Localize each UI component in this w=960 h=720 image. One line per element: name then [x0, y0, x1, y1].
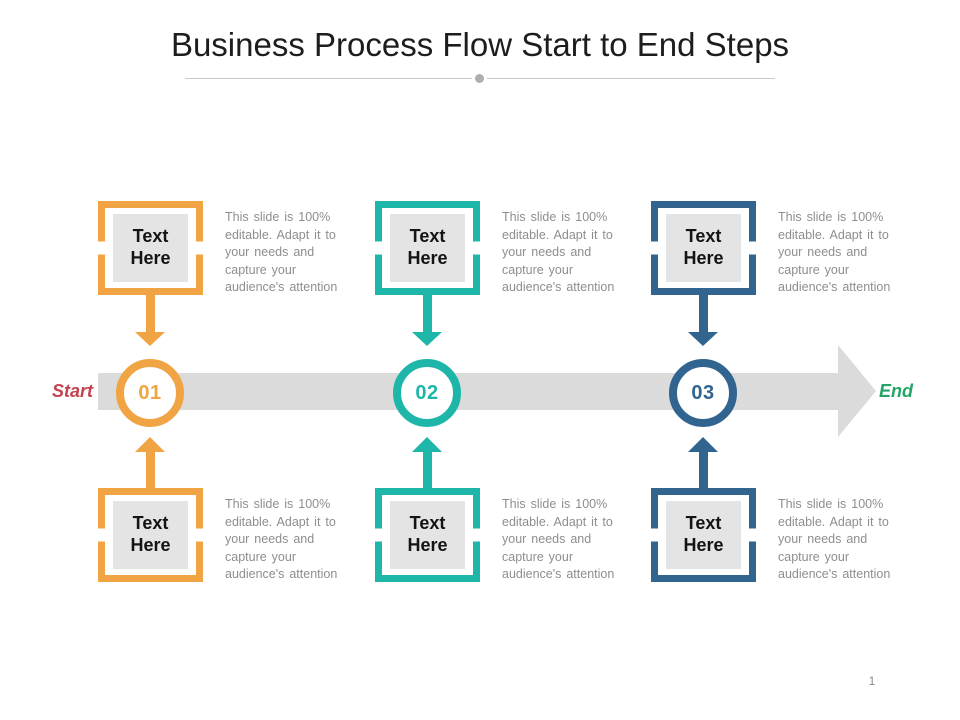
- card-notch: [471, 528, 480, 542]
- card-notch: [375, 241, 384, 255]
- card-notch: [98, 528, 107, 542]
- down-arrowhead-icon: [412, 332, 442, 346]
- start-label: Start: [51, 381, 93, 401]
- title-divider-dot: [475, 74, 484, 83]
- timeline-arrowhead-icon: [838, 345, 876, 437]
- card-notch: [375, 528, 384, 542]
- card-notch: [471, 241, 480, 255]
- step1-bottom-card-label: Text Here: [113, 501, 188, 569]
- card-notch: [98, 241, 107, 255]
- step2-up-connector: [423, 452, 432, 488]
- step2-top-card: Text Here: [375, 201, 480, 295]
- step3-up-connector: [699, 452, 708, 488]
- step2-number-circle: 02: [393, 359, 461, 427]
- step2-bottom-card: Text Here: [375, 488, 480, 582]
- step2-bottom-card-label: Text Here: [390, 501, 465, 569]
- step3-bottom-card-label: Text Here: [666, 501, 741, 569]
- down-arrowhead-icon: [688, 332, 718, 346]
- step1-top-card: Text Here: [98, 201, 203, 295]
- slide-title: Business Process Flow Start to End Steps: [170, 26, 790, 63]
- card-notch: [194, 528, 203, 542]
- card-notch: [651, 241, 660, 255]
- card-notch: [194, 241, 203, 255]
- step3-top-card-label: Text Here: [666, 214, 741, 282]
- card-notch: [747, 528, 756, 542]
- step1-down-connector: [146, 294, 155, 332]
- up-arrowhead-icon: [412, 437, 442, 452]
- step3-number-circle: 03: [669, 359, 737, 427]
- page-number: 1: [868, 674, 876, 688]
- card-notch: [651, 528, 660, 542]
- step1-bottom-card: Text Here: [98, 488, 203, 582]
- up-arrowhead-icon: [135, 437, 165, 452]
- step1-up-connector: [146, 452, 155, 488]
- step2-down-connector: [423, 294, 432, 332]
- up-arrowhead-icon: [688, 437, 718, 452]
- step3-down-connector: [699, 294, 708, 332]
- step3-top-card: Text Here: [651, 201, 756, 295]
- down-arrowhead-icon: [135, 332, 165, 346]
- step1-top-card-label: Text Here: [113, 214, 188, 282]
- step2-top-card-label: Text Here: [390, 214, 465, 282]
- end-label: End: [879, 381, 913, 401]
- card-notch: [747, 241, 756, 255]
- step1-number-circle: 01: [116, 359, 184, 427]
- step3-bottom-card: Text Here: [651, 488, 756, 582]
